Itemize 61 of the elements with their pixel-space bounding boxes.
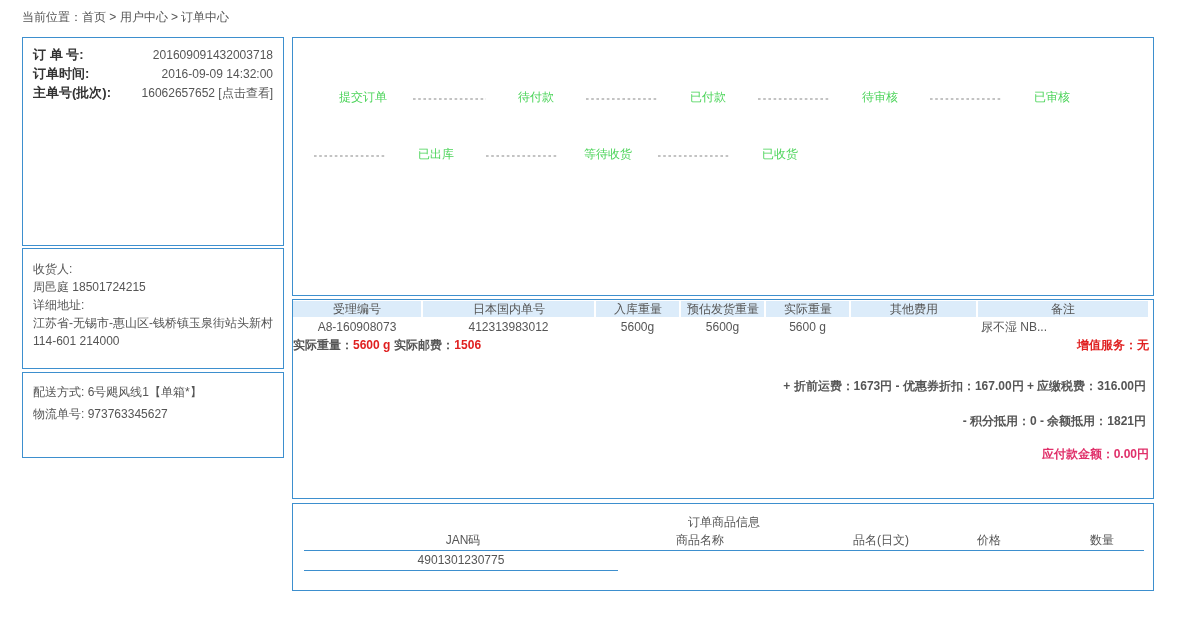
table-header-cell-text: 价格 (976, 532, 1002, 548)
status-text: 已审核 (1002, 88, 1102, 106)
field-label: 订单时间: (33, 66, 90, 82)
field-value: 201609091432003718 (152, 47, 273, 63)
table-header-cell: 日本国内单号 (423, 301, 594, 317)
table-cell-text: 尿不湿 NB... (981, 319, 1048, 335)
field-label: 收货人: (33, 261, 73, 278)
table-cell-text: 412313983012 (467, 319, 550, 335)
dotted-connector (757, 98, 831, 100)
shipping-panel (22, 372, 284, 458)
table-cell-text: 5600g (619, 319, 656, 335)
order-info-panel (22, 37, 284, 246)
weight-label: 实际邮费： (394, 338, 455, 352)
dotted-connector (585, 98, 659, 100)
dotted-connector (485, 155, 559, 157)
field-value: 配送方式: 6号飓风线1【单箱*】 (33, 384, 202, 400)
table-header-cell: 其他费用 (851, 301, 976, 317)
fee-summary-text: - 积分抵用：0 - 余额抵用：1821円 (962, 413, 1146, 429)
table-header-cell: 备注 (978, 301, 1148, 317)
field-label: 主单号(批次): (33, 85, 111, 101)
table-cell-text: A8-160908073 (316, 319, 398, 335)
address-text: 江苏省-无锡市-惠山区-钱桥镇玉泉街站头新村 114-601 214000 (33, 315, 274, 350)
dotted-connector (929, 98, 1003, 100)
dotted-connector (657, 155, 731, 157)
table-header-cell-text: 品名(日文) (852, 532, 910, 548)
field-value: 周邑庭 18501724215 (33, 279, 146, 296)
consignee-panel (22, 248, 284, 369)
table-header-cell-text: JAN码 (444, 532, 482, 548)
field-value: 2016-09-09 14:32:00 (161, 66, 273, 82)
status-text: 待付款 (486, 88, 586, 106)
total-amount-text: 应付款金额：0.00円 (1041, 446, 1149, 462)
table-header-cell-text: 数量 (1089, 532, 1115, 548)
table-cell-text: 5600 g (788, 319, 827, 335)
table-header-cell: 实际重量 (766, 301, 849, 317)
fee-panel (292, 299, 1154, 499)
breadcrumb: 当前位置：首页 > 用户中心 > 订单中心 (22, 9, 230, 25)
weight-value: 5600 g (353, 338, 391, 352)
table-header-cell: 入库重量 (596, 301, 679, 317)
table-title: 订单商品信息 (687, 514, 761, 530)
status-text: 已收货 (730, 145, 830, 163)
field-value: 16062657652 [点击查看] (141, 85, 273, 101)
field-label: 详细地址: (33, 297, 85, 314)
status-text: 等待收货 (558, 145, 658, 163)
table-header-cell-text: 商品名称 (675, 532, 725, 548)
dotted-connector (313, 155, 387, 157)
field-label: 订 单 号: (33, 47, 84, 63)
status-text: 已付款 (658, 88, 758, 106)
field-value: 物流单号: 973763345627 (33, 406, 168, 422)
status-text: 已出库 (386, 145, 486, 163)
weight-label: 实际重量： (293, 338, 353, 352)
table-cell-text: 5600g (704, 319, 741, 335)
status-text: 提交订单 (313, 88, 413, 106)
weight-value: 1506 (454, 338, 482, 352)
status-panel (292, 37, 1154, 296)
table-header-cell: 预估发货重量 (681, 301, 764, 317)
status-text: 待审核 (830, 88, 930, 106)
fee-summary-text: + 折前运费：1673円 - 优惠券折扣：167.00円 + 应缴税费：316.00円 (783, 378, 1146, 394)
service-text: 增值服务：无 (1077, 337, 1149, 353)
table-header-cell: 受理编号 (293, 301, 421, 317)
table-cell-text: 4901301230775 (416, 552, 506, 568)
goods-panel (292, 503, 1154, 591)
